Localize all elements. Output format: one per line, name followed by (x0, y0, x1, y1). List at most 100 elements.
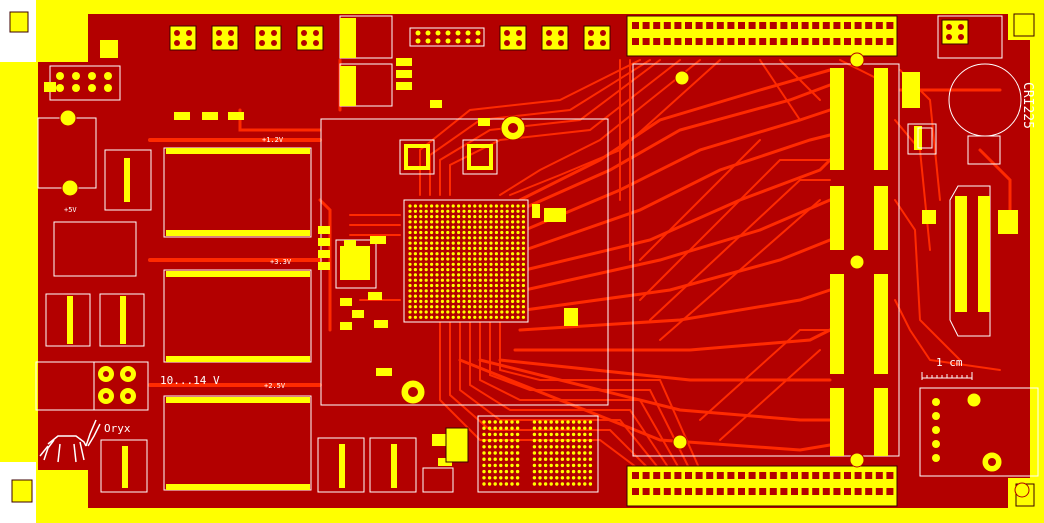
header-pin (833, 488, 841, 495)
bga-ball (510, 230, 515, 235)
bga-ball (510, 268, 515, 272)
bga-ball (430, 257, 434, 261)
memory-ball (510, 438, 514, 443)
pad-hole (271, 30, 277, 36)
pad-hole (186, 30, 192, 36)
memory-ball (583, 476, 587, 480)
header-pin (425, 30, 431, 36)
right-connector-strips (830, 68, 990, 456)
header-pin (674, 38, 682, 45)
top-pin-header (626, 15, 898, 57)
bga-ball (424, 299, 428, 303)
scale-bar-label: 1 cm (936, 356, 963, 369)
bga-ball (516, 225, 520, 229)
header-pin (791, 472, 798, 479)
bga-ball (467, 310, 471, 314)
memory-ball (560, 463, 565, 468)
memory-ball (499, 438, 503, 443)
header-pin (769, 488, 777, 495)
memory-ball (560, 457, 565, 461)
bga-ball (484, 230, 488, 235)
bga-ball (457, 283, 461, 288)
bga-ball (457, 225, 461, 229)
bga-ball (505, 262, 509, 266)
bga-ball (446, 204, 450, 208)
bga-ball (413, 230, 417, 235)
bottom-pin-header (626, 465, 898, 507)
bga-ball (521, 215, 526, 219)
memory-ball (577, 469, 581, 474)
bga-ball (489, 273, 493, 277)
bga-ball (419, 209, 423, 213)
memory-ball (560, 432, 565, 437)
bga-ball (430, 204, 434, 208)
header-pin (455, 30, 461, 36)
bga-ball (489, 241, 493, 245)
pad-hole (958, 34, 964, 40)
memory-ball (571, 457, 576, 461)
bga-ball (484, 305, 488, 309)
bga-ball (484, 209, 488, 213)
pad-block (211, 25, 239, 51)
memory-ball (515, 420, 520, 424)
bga-ball (484, 315, 488, 319)
bga-ball (500, 273, 504, 277)
bga-ball (457, 209, 461, 213)
bga-ball (462, 273, 466, 277)
bga-ball (419, 215, 423, 219)
bga-ball (440, 299, 444, 303)
memory-ball (482, 476, 486, 480)
bga-ball (484, 262, 488, 266)
bga-ball (408, 299, 412, 303)
memory-ball (515, 469, 520, 474)
bga-ball (478, 257, 482, 261)
bga-ball (435, 246, 439, 250)
header-pin (833, 22, 841, 29)
bga-ball (451, 220, 455, 224)
bga-ball (505, 225, 509, 229)
bga-ball (489, 315, 493, 319)
scale-bar (921, 372, 973, 380)
bga-ball (489, 294, 493, 298)
bga-ball (451, 204, 455, 208)
bga-ball (413, 305, 417, 309)
bga-ball (473, 204, 477, 208)
bga-ball (467, 246, 471, 250)
bga-ball (484, 310, 488, 314)
header-pin (865, 38, 873, 45)
bga-ball (440, 236, 444, 240)
bga-ball (424, 305, 428, 309)
bga-ball (473, 220, 477, 224)
bga-ball (521, 310, 526, 314)
pad-block (541, 25, 569, 51)
memory-ball (577, 438, 581, 443)
bga-ball (430, 246, 434, 250)
memory-ball (577, 451, 581, 455)
bga-ball (484, 283, 488, 288)
bga-ball (521, 273, 526, 277)
bga-ball (489, 209, 493, 213)
memory-ball (532, 445, 537, 449)
bga-ball (435, 252, 439, 256)
bga-ball (457, 315, 461, 319)
input-voltage-label: 10...14 V (160, 374, 220, 387)
header-pin (674, 472, 682, 479)
memory-ball (499, 426, 503, 430)
bga-ball (478, 283, 482, 288)
memory-ball (515, 438, 520, 443)
corner-pad-top-left (9, 11, 29, 33)
header-pin (748, 22, 756, 29)
pad-hole (946, 24, 952, 30)
bga-ball (500, 289, 504, 293)
bga-ball (494, 236, 498, 240)
bga-ball (457, 289, 461, 293)
header-pin (695, 472, 703, 479)
header-pin (833, 472, 841, 479)
memory-ball (499, 445, 503, 449)
header-pin (415, 30, 421, 36)
memory-ball (482, 432, 486, 437)
bga-ball (419, 204, 423, 208)
bga-ball (467, 299, 471, 303)
memory-ball (515, 432, 520, 437)
header-pin (716, 38, 724, 45)
